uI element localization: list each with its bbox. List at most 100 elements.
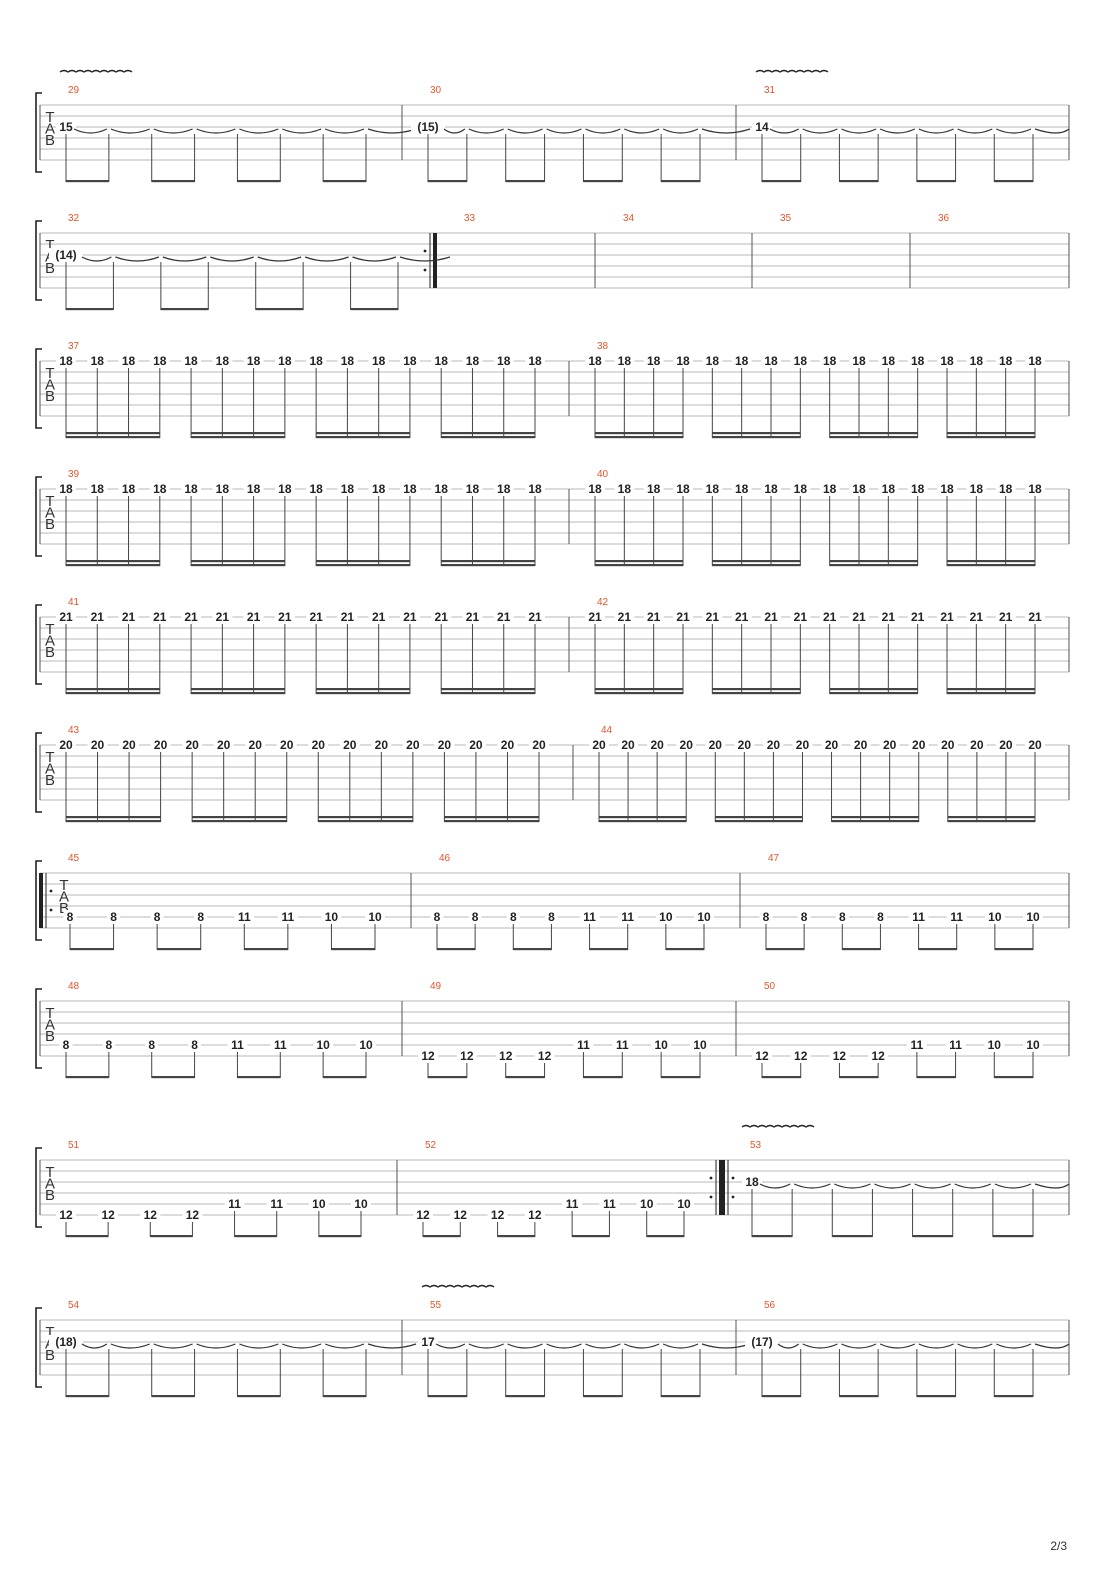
fret-number: 18	[341, 482, 355, 496]
tie-arc	[957, 1343, 993, 1349]
fret-mask	[413, 1208, 433, 1222]
fret-mask	[368, 610, 389, 624]
fret-mask	[821, 738, 842, 752]
fret-mask	[585, 610, 605, 624]
beam	[160, 308, 209, 311]
fret-mask	[368, 354, 389, 368]
fret-mask	[819, 354, 840, 368]
fret-number: 18	[676, 482, 690, 496]
fret-number: 18	[122, 482, 136, 496]
beam	[599, 816, 687, 819]
fret-number: 11	[231, 1038, 244, 1052]
fret-number: 10	[988, 910, 1002, 924]
beam	[646, 1235, 684, 1238]
page-number: 2/3	[1050, 1539, 1067, 1553]
fret-number: 20	[621, 738, 635, 752]
tie-arc	[662, 1343, 699, 1349]
fret-mask	[966, 354, 987, 368]
fret-number: 18	[882, 482, 896, 496]
fret-mask	[945, 1038, 966, 1052]
fret-number: 20	[438, 738, 452, 752]
fret-number: 12	[186, 1208, 200, 1222]
beam	[947, 820, 1035, 823]
fret-mask	[402, 738, 423, 752]
beam	[66, 432, 160, 435]
fret-number: 20	[249, 738, 263, 752]
beam	[947, 560, 1035, 563]
fret-mask	[790, 610, 811, 624]
fret-number: 8	[154, 910, 161, 924]
tie-arc	[879, 128, 916, 134]
beam	[151, 180, 195, 183]
fret-mask	[562, 1197, 583, 1211]
fret-number: 18	[216, 482, 230, 496]
measure-number: 52	[425, 1140, 437, 1151]
fret-number: 18	[706, 482, 720, 496]
fret-mask	[585, 482, 605, 496]
fret-mask	[752, 1049, 772, 1063]
fret-mask	[493, 354, 514, 368]
fret-number: 18	[823, 354, 837, 368]
fret-number: 20	[999, 738, 1013, 752]
fret-mask	[585, 354, 605, 368]
beam	[318, 1235, 361, 1238]
fret-number: 20	[650, 738, 664, 752]
fret-mask	[98, 1208, 119, 1222]
fret-mask	[759, 910, 773, 924]
tie-arc	[918, 128, 954, 134]
fret-mask	[181, 354, 202, 368]
measure-number: 46	[439, 853, 451, 864]
fret-mask	[194, 910, 208, 924]
measure-number: 56	[764, 1300, 776, 1311]
fret-mask	[579, 910, 600, 924]
fret-mask	[224, 1197, 245, 1211]
fret-number: 21	[676, 610, 690, 624]
beam	[916, 180, 956, 183]
fret-mask	[705, 738, 726, 752]
beam	[66, 560, 160, 563]
tab-clef-letter: T	[59, 877, 68, 894]
measure-number: 36	[938, 213, 950, 224]
beam	[712, 692, 801, 695]
tie-arc	[662, 128, 699, 134]
beam	[916, 1076, 956, 1079]
fret-number: 10	[1026, 910, 1040, 924]
tie-arc	[996, 1343, 1032, 1349]
fret-mask	[907, 610, 928, 624]
fret-number: 11	[621, 910, 634, 924]
measure-number: 48	[68, 981, 80, 992]
beam	[428, 1076, 467, 1079]
fret-mask	[819, 610, 840, 624]
beam	[191, 688, 285, 691]
fret-number: 20	[738, 738, 752, 752]
tie-arc	[1034, 1183, 1070, 1189]
fret-number: 18	[735, 354, 749, 368]
tie-arc	[507, 1343, 543, 1349]
fret-number: 8	[197, 910, 204, 924]
fret-number: 8	[510, 910, 517, 924]
tie-arc	[802, 1343, 838, 1349]
tie-arc	[468, 1343, 504, 1349]
fret-number: 20	[280, 738, 294, 752]
fret-mask	[270, 1038, 291, 1052]
measure-number: 40	[597, 469, 609, 480]
tab-clef-letter: A	[45, 505, 55, 522]
beam	[66, 692, 160, 695]
fret-number: 21	[91, 610, 105, 624]
beam	[323, 180, 366, 183]
fret-number: 8	[472, 910, 479, 924]
fret-number: 18	[970, 482, 984, 496]
tie-arc	[196, 128, 236, 134]
beam	[599, 820, 687, 823]
fret-number: 15	[59, 120, 73, 134]
tie-arc	[585, 1343, 621, 1349]
beam	[762, 1076, 801, 1079]
beam	[505, 180, 545, 183]
fret-mask	[274, 354, 295, 368]
fret-number: 20	[375, 738, 389, 752]
fret-mask	[371, 738, 392, 752]
